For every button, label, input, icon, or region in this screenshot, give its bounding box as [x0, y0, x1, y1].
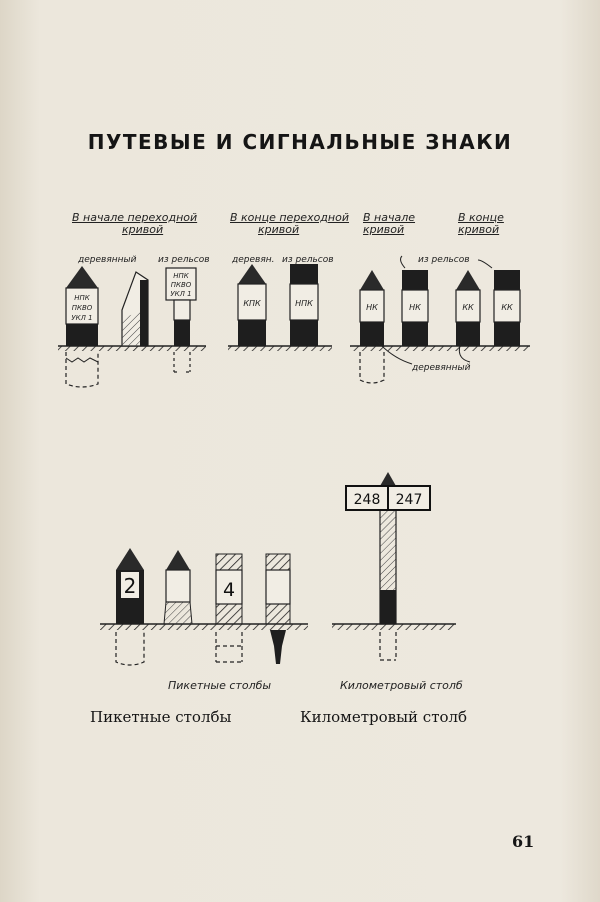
ground-km [332, 623, 456, 630]
km-caption: Километровый столб [300, 708, 468, 726]
npk-plate-line-2: ПКВО [171, 281, 192, 289]
pointer-rails-left [400, 255, 406, 269]
picket-handwritten-caption: Пикетные столбы [168, 679, 272, 692]
kpk-label: КПК [243, 299, 261, 308]
pointer-wooden-left [375, 339, 413, 365]
kk-rail-post [493, 270, 521, 346]
pointer-wooden-right [458, 339, 471, 363]
label-from-rails-2: из рельсов [282, 255, 334, 265]
nk-wooden-post [359, 270, 385, 384]
picket-post-rail [265, 553, 291, 664]
label-transition-end: В конце переходной кривой [230, 211, 349, 236]
kk-wooden-post [455, 270, 481, 346]
km-plate-right: 247 [396, 492, 423, 508]
label-from-rails-3: из рельсов [418, 255, 470, 265]
npk-post-line-2: ПКВО [72, 304, 93, 312]
kk-label-2: КК [501, 303, 513, 312]
npk-rail-post-with-plate [165, 267, 197, 373]
picket-post-plain [163, 550, 193, 625]
ground-upper-2 [228, 345, 332, 351]
label-curve-end: В конце кривой [458, 211, 504, 236]
kpk-wooden-post [237, 264, 267, 346]
npk-wooden-post [65, 266, 99, 388]
page-title: ПУТЕВЫЕ И СИГНАЛЬНЫЕ ЗНАКИ [87, 130, 513, 154]
npk-plate-line-1: НПК [173, 272, 190, 280]
label-from-rails-1: из рельсов [158, 255, 210, 265]
npk-label: НПК [295, 299, 313, 308]
rail-post-side [121, 271, 149, 347]
npk-plate-line-3: УКЛ 1 [170, 290, 191, 298]
ground-picket [100, 623, 308, 630]
npk-post-line-1: НПК [74, 294, 91, 302]
nk-label-1: НК [366, 303, 378, 312]
picket-post-4 [215, 553, 243, 663]
label-wooden-3: деревянный [412, 363, 471, 373]
ground-upper-3 [350, 345, 530, 351]
label-wooden-2: деревян. [232, 255, 275, 265]
km-plate-left: 248 [354, 492, 381, 508]
nk-rail-post [401, 270, 429, 346]
km-post [379, 472, 397, 661]
picket-number-4: 4 [223, 579, 235, 601]
pointer-rails-right [477, 259, 493, 269]
page-number: 61 [512, 832, 535, 851]
km-plate [345, 485, 431, 511]
picket-number-2: 2 [124, 574, 137, 598]
npk-post-line-3: УКЛ 1 [71, 314, 92, 322]
label-curve-start: В начале кривой [363, 211, 416, 236]
npk-rail-post [289, 264, 319, 346]
picket-post-2 [115, 548, 145, 666]
label-wooden-1: деревянный [78, 255, 137, 265]
kk-label-1: КК [462, 303, 474, 312]
nk-label-2: НК [409, 303, 421, 312]
ground-upper-1 [58, 345, 206, 351]
km-handwritten-caption: Километровый столб [340, 679, 463, 692]
picket-caption: Пикетные столбы [90, 708, 232, 726]
label-transition-start: В начале переходной кривой [72, 211, 198, 236]
